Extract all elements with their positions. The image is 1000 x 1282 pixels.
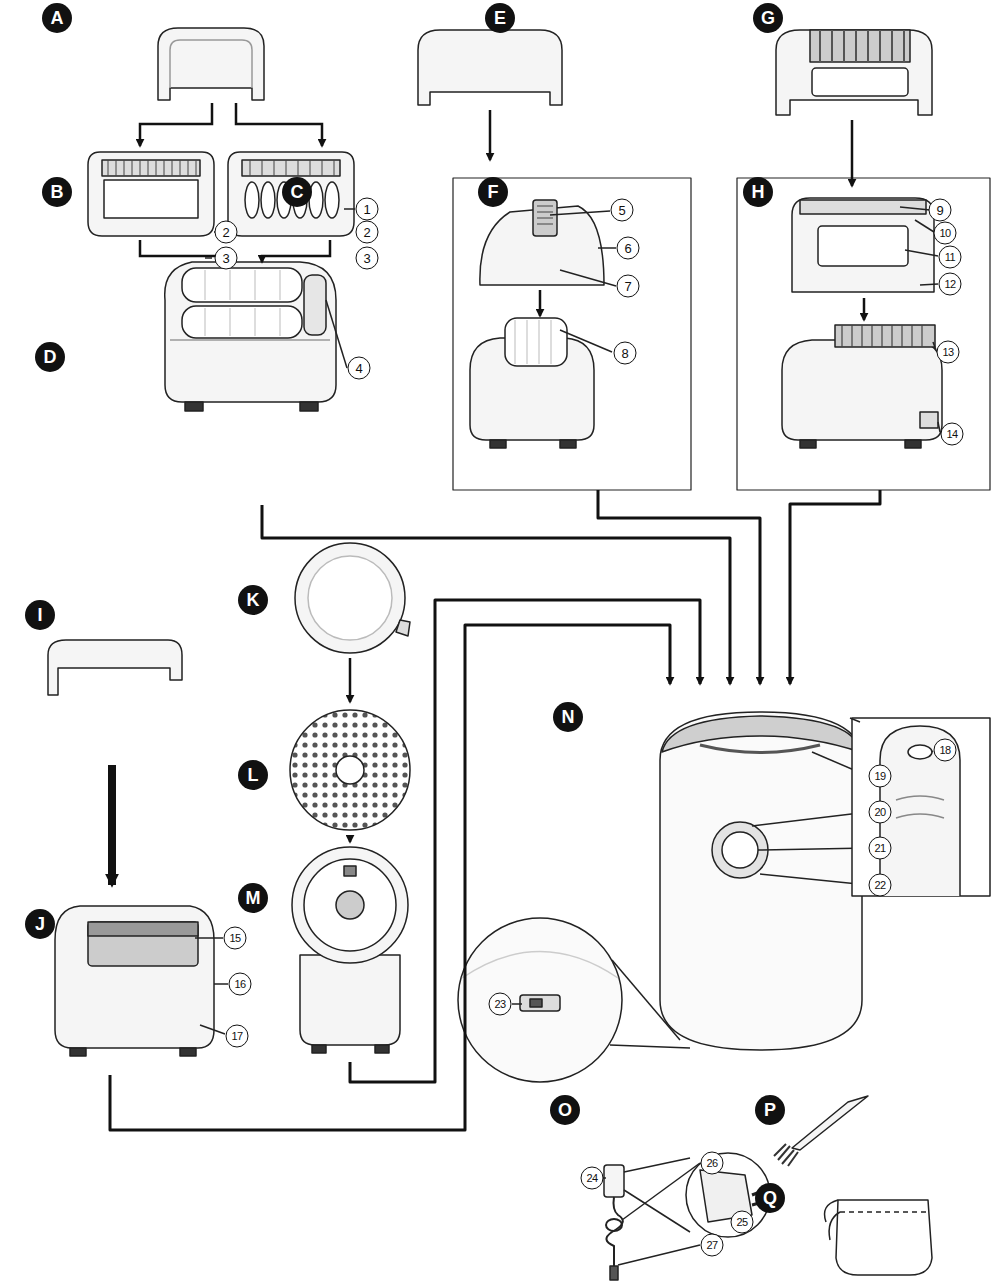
part-letter: L — [238, 760, 268, 790]
cleaning-brush-p — [774, 1096, 868, 1166]
part-letter: Q — [755, 1183, 785, 1213]
head-c — [228, 152, 355, 236]
cap-a — [158, 28, 264, 100]
callout-number: 4 — [348, 357, 371, 380]
callout-number: 23 — [489, 993, 512, 1016]
callout-number: 1 — [356, 198, 379, 221]
callout-number: 11 — [939, 246, 962, 269]
callout-number: 3 — [215, 247, 238, 270]
group-frame — [737, 178, 990, 490]
cap-g — [776, 30, 932, 115]
callout-number: 3 — [356, 247, 379, 270]
base-f — [470, 318, 612, 448]
base-m — [292, 847, 408, 1053]
base-h — [782, 325, 942, 448]
part-letter: I — [25, 600, 55, 630]
part-letter: H — [743, 177, 773, 207]
callout-number: 25 — [731, 1211, 754, 1234]
main-body-n — [458, 712, 990, 1082]
callout-number: 19 — [869, 765, 892, 788]
callout-number: 5 — [611, 199, 634, 222]
group-frame — [453, 178, 691, 490]
part-letter: A — [42, 3, 72, 33]
head-f — [480, 200, 616, 286]
part-letter: D — [35, 342, 65, 372]
callout-number: 18 — [934, 739, 957, 762]
part-letter: N — [553, 702, 583, 732]
part-letter: B — [42, 177, 72, 207]
callout-number: 14 — [941, 423, 964, 446]
part-letter: M — [238, 883, 268, 913]
callout-number: 9 — [929, 199, 952, 222]
callout-number: 21 — [869, 837, 892, 860]
part-letter: G — [753, 3, 783, 33]
callout-number: 2 — [215, 221, 238, 244]
head-b — [88, 152, 226, 258]
part-letter: F — [478, 177, 508, 207]
callout-number: 10 — [934, 222, 957, 245]
part-letter: C — [282, 177, 312, 207]
part-letter: J — [25, 909, 55, 939]
cap-e — [418, 30, 562, 105]
callout-number: 22 — [869, 874, 892, 897]
callout-number: 26 — [701, 1152, 724, 1175]
callout-number: 20 — [869, 801, 892, 824]
callout-number: 6 — [617, 237, 640, 260]
part-letter: E — [485, 3, 515, 33]
disc-l — [290, 710, 410, 830]
callout-number: 2 — [356, 221, 379, 244]
cap-k — [295, 543, 410, 653]
callout-number: 15 — [224, 927, 247, 950]
callout-number: 12 — [939, 273, 962, 296]
callout-number: 13 — [937, 341, 960, 364]
callout-number: 27 — [701, 1234, 724, 1257]
assembly-routes — [110, 490, 880, 1130]
ac-adapter-o — [600, 1153, 770, 1280]
part-letter: P — [755, 1095, 785, 1125]
assembly-arrows — [112, 103, 864, 885]
head-h — [792, 198, 938, 292]
callout-number: 16 — [229, 973, 252, 996]
part-letter: O — [550, 1095, 580, 1125]
callout-number: 24 — [581, 1167, 604, 1190]
part-letter: K — [238, 585, 268, 615]
pouch-q — [825, 1200, 933, 1275]
callout-number: 8 — [614, 342, 637, 365]
callout-number: 7 — [617, 275, 640, 298]
base-d — [165, 262, 347, 411]
cap-i — [48, 640, 182, 695]
head-j — [55, 906, 228, 1056]
callout-number: 17 — [226, 1025, 249, 1048]
